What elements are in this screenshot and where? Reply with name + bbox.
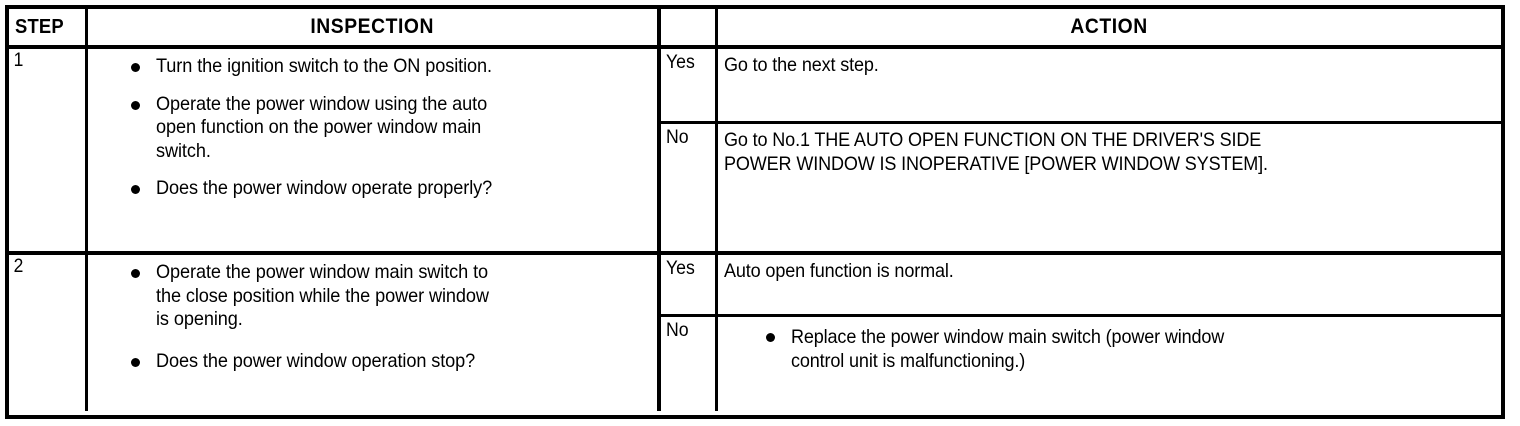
table-header-row: STEP INSPECTION ACTION bbox=[9, 9, 1501, 49]
action-text: Go to No.1 THE AUTO OPEN FUNCTION ON THE… bbox=[724, 129, 1268, 175]
header-label-inspection: INSPECTION bbox=[310, 15, 435, 38]
action-stack: Go to the next step. Go to No.1 THE AUTO… bbox=[718, 49, 1501, 251]
inspection-bullet-text: Does the power window operate properly? bbox=[156, 177, 493, 199]
header-cell-inspection: INSPECTION bbox=[85, 9, 657, 45]
result-label-text: Yes bbox=[666, 258, 695, 279]
result-label-no: No bbox=[661, 121, 715, 251]
result-label-text: No bbox=[666, 320, 689, 341]
step-number-cell: 1 bbox=[9, 49, 85, 251]
result-label-cell: Yes No bbox=[657, 49, 715, 251]
result-label-stack: Yes No bbox=[661, 255, 715, 411]
inspection-cell: Operate the power window main switch to … bbox=[85, 255, 657, 411]
action-cell: Auto open function is normal. Replace th… bbox=[715, 255, 1501, 411]
result-label-stack: Yes No bbox=[661, 49, 715, 251]
list-item: Does the power window operate properly? bbox=[88, 177, 649, 201]
action-for-no: Go to No.1 THE AUTO OPEN FUNCTION ON THE… bbox=[718, 121, 1501, 251]
action-text: Go to the next step. bbox=[724, 54, 879, 76]
action-cell: Go to the next step. Go to No.1 THE AUTO… bbox=[715, 49, 1501, 251]
result-label-no: No bbox=[661, 314, 715, 411]
table-row: 1 Turn the ignition switch to the ON pos… bbox=[9, 49, 1501, 255]
inspection-bullet-list: Turn the ignition switch to the ON posit… bbox=[88, 49, 657, 207]
header-cell-step: STEP bbox=[9, 9, 85, 45]
bullet-dot-icon bbox=[131, 357, 140, 367]
list-item: Replace the power window main switch (po… bbox=[718, 321, 1495, 373]
diagnostic-table: STEP INSPECTION ACTION 1 Turn the igniti… bbox=[5, 5, 1505, 419]
action-stack: Auto open function is normal. Replace th… bbox=[718, 255, 1501, 411]
list-item: Does the power window operation stop? bbox=[88, 350, 649, 374]
result-label-cell: Yes No bbox=[657, 255, 715, 411]
table-row: 2 Operate the power window main switch t… bbox=[9, 255, 1501, 411]
inspection-bullet-text: Operate the power window using the auto … bbox=[156, 92, 488, 162]
inspection-cell: Turn the ignition switch to the ON posit… bbox=[85, 49, 657, 251]
result-label-yes: Yes bbox=[661, 255, 715, 314]
step-number-cell: 2 bbox=[9, 255, 85, 411]
step-number: 1 bbox=[13, 50, 24, 71]
header-label-action: ACTION bbox=[1070, 15, 1149, 38]
action-for-no: Replace the power window main switch (po… bbox=[718, 314, 1501, 411]
action-for-yes: Auto open function is normal. bbox=[718, 255, 1501, 314]
step-number: 2 bbox=[13, 256, 24, 277]
action-text: Auto open function is normal. bbox=[724, 260, 954, 282]
bullet-dot-icon bbox=[131, 269, 140, 278]
inspection-bullet-list: Operate the power window main switch to … bbox=[88, 255, 657, 379]
bullet-dot-icon bbox=[131, 185, 140, 194]
bullet-dot-icon bbox=[766, 333, 775, 342]
action-text: Replace the power window main switch (po… bbox=[791, 326, 1225, 372]
header-cell-action: ACTION bbox=[715, 9, 1501, 45]
action-for-yes: Go to the next step. bbox=[718, 49, 1501, 121]
list-item: Turn the ignition switch to the ON posit… bbox=[88, 55, 649, 79]
bullet-dot-icon bbox=[131, 63, 140, 72]
result-label-text: No bbox=[666, 127, 689, 148]
result-label-yes: Yes bbox=[661, 49, 715, 121]
inspection-bullet-text: Operate the power window main switch to … bbox=[156, 261, 489, 330]
bullet-dot-icon bbox=[131, 100, 140, 110]
inspection-bullet-text: Does the power window operation stop? bbox=[156, 349, 476, 372]
inspection-bullet-text: Turn the ignition switch to the ON posit… bbox=[156, 55, 492, 77]
list-item: Operate the power window main switch to … bbox=[88, 261, 649, 332]
list-item: Operate the power window using the auto … bbox=[88, 93, 649, 164]
header-cell-result-spacer bbox=[657, 9, 715, 45]
result-label-text: Yes bbox=[666, 52, 695, 73]
header-label-step: STEP bbox=[15, 15, 64, 38]
